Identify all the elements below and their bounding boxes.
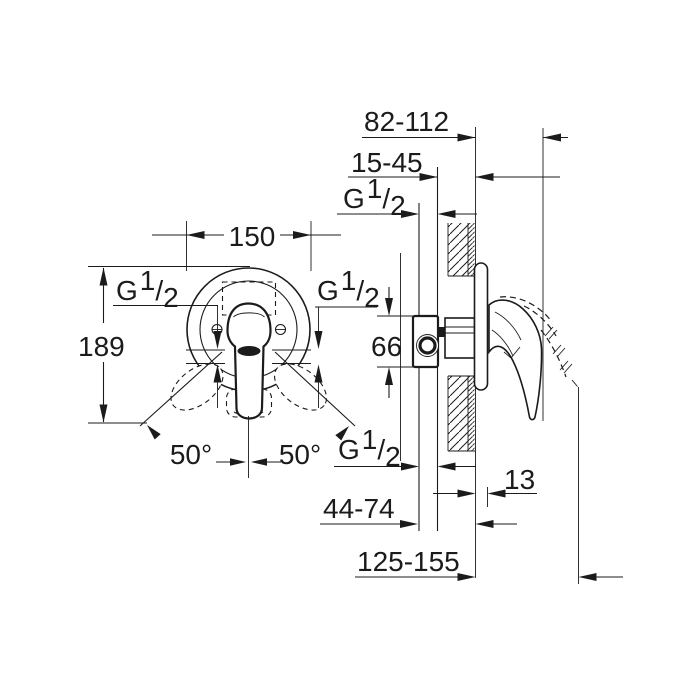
dim-thread-bottom: G1/2 [334, 424, 476, 472]
dim-plate-width: 150 [152, 221, 341, 271]
dim-handle-open-depth-label: 125-155 [357, 546, 460, 577]
supply-pipe-lines [418, 167, 439, 531]
dim-thread-front-right-label: G1/2 [317, 265, 380, 313]
dim-thread-front-left: G1/2 [113, 265, 222, 408]
dim-thread-top: G1/2 [337, 173, 477, 221]
wall-section [447, 223, 475, 452]
dim-thread-front-right: G1/2 [314, 265, 380, 408]
dim-recess-depth-label: 82-112 [364, 106, 449, 137]
lever-handle-front [226, 302, 272, 420]
dim-angle-right-label: 50° [279, 439, 321, 470]
cartridge-housing [444, 317, 476, 359]
handle-swing-ticks [544, 326, 578, 387]
front-view: 150 189 G1/2 G1/2 [78, 221, 380, 478]
lever-handle-side [488, 296, 578, 421]
escutcheon-side [473, 262, 489, 391]
dim-overall-height: 189 [78, 266, 250, 424]
handle-slot [237, 346, 261, 356]
dim-plate-width-label: 150 [229, 221, 276, 252]
valve-body [411, 314, 476, 369]
dim-handle-depth-label: 44-74 [323, 493, 395, 524]
dim-valve-height: 66 [371, 287, 413, 398]
dim-handle-depth: 44-74 [320, 493, 517, 528]
swing-lobe-right [273, 363, 328, 411]
dim-handle-open-depth: 125-155 [355, 546, 623, 581]
supply-port-lines [186, 349, 311, 365]
dim-escutcheon-offset-label: 13 [504, 464, 535, 495]
dim-swing-angles: 50° 50° [139, 351, 356, 478]
dim-tile-adjustment: 15-45 [348, 147, 560, 181]
dim-escutcheon-offset: 13 [433, 464, 537, 507]
swing-lobe-left [170, 363, 224, 411]
dim-overall-height-label: 189 [78, 331, 125, 362]
valve-nipple [438, 327, 445, 337]
dim-thread-front-left-label: G1/2 [116, 265, 179, 313]
dim-recess-depth: 82-112 [362, 106, 568, 142]
dim-thread-top-label: G1/2 [343, 173, 406, 221]
dim-valve-height-label: 66 [371, 331, 402, 362]
dim-thread-bottom-label: G1/2 [338, 424, 401, 472]
side-view: 82-112 15-45 G1/2 66 [320, 106, 623, 584]
dim-tile-adjustment-label: 15-45 [351, 147, 423, 178]
dim-angle-left-label: 50° [170, 439, 212, 470]
